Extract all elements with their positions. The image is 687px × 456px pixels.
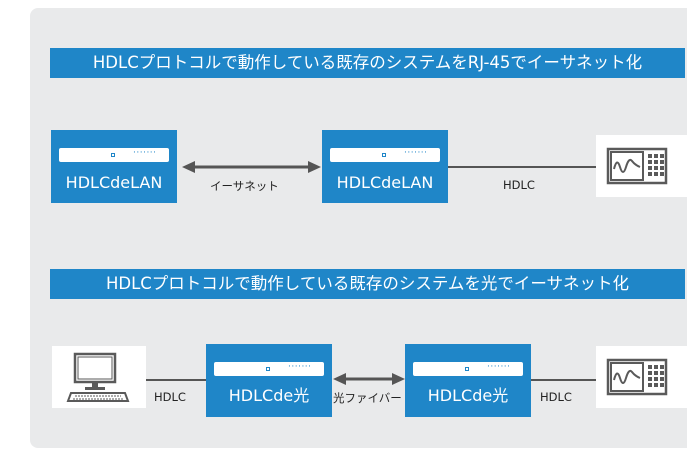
device-front-panel: ······· (59, 148, 169, 162)
port-dots-icon: ······· (288, 362, 312, 372)
section2-hdlc-line-right (531, 379, 596, 381)
device-front-panel: ······· (214, 362, 324, 376)
section2-device-left: ······· HDLCde光 (206, 344, 332, 417)
device-front-panel: ······· (413, 362, 523, 376)
section1-hdlc-label: HDLC (503, 178, 535, 192)
oscilloscope-icon (606, 358, 668, 396)
device-label: HDLCdeLAN (336, 173, 434, 192)
computer-icon (66, 352, 130, 402)
port-dots-icon: ······· (487, 362, 511, 372)
port-dots-icon: ······· (133, 148, 157, 158)
section2-title: HDLCプロトコルで動作している既存のシステムを光でイーサネット化 (50, 269, 685, 299)
section2-hdlc-line-left (146, 379, 206, 381)
oscilloscope-icon (606, 147, 668, 185)
status-led-icon (111, 153, 115, 157)
device-label: HDLCdeLAN (65, 173, 163, 192)
status-led-icon (266, 367, 270, 371)
device-front-panel: ······· (330, 148, 440, 162)
section2-computer-box (52, 346, 146, 408)
section2-link-label: 光ファイバー (333, 391, 402, 405)
device-label: HDLCde光 (228, 386, 310, 405)
section2-device-right: ······· HDLCde光 (405, 344, 531, 417)
port-dots-icon: ······· (404, 148, 428, 158)
device-label: HDLCde光 (427, 386, 509, 405)
section1-device-right: ······· HDLCdeLAN (322, 130, 448, 203)
section1-device-left: ······· HDLCdeLAN (51, 130, 177, 203)
status-led-icon (382, 153, 386, 157)
section1-title: HDLCプロトコルで動作している既存のシステムをRJ-45でイーサネット化 (50, 48, 685, 78)
section1-hdlc-line (448, 166, 596, 168)
section2-hdlc-label-left: HDLC (154, 390, 186, 404)
section1-link-label: イーサネット (210, 179, 279, 193)
section2-hdlc-label-right: HDLC (540, 390, 572, 404)
section1-instrument-box (596, 135, 687, 197)
status-led-icon (465, 367, 469, 371)
section2-instrument-box (596, 346, 687, 408)
